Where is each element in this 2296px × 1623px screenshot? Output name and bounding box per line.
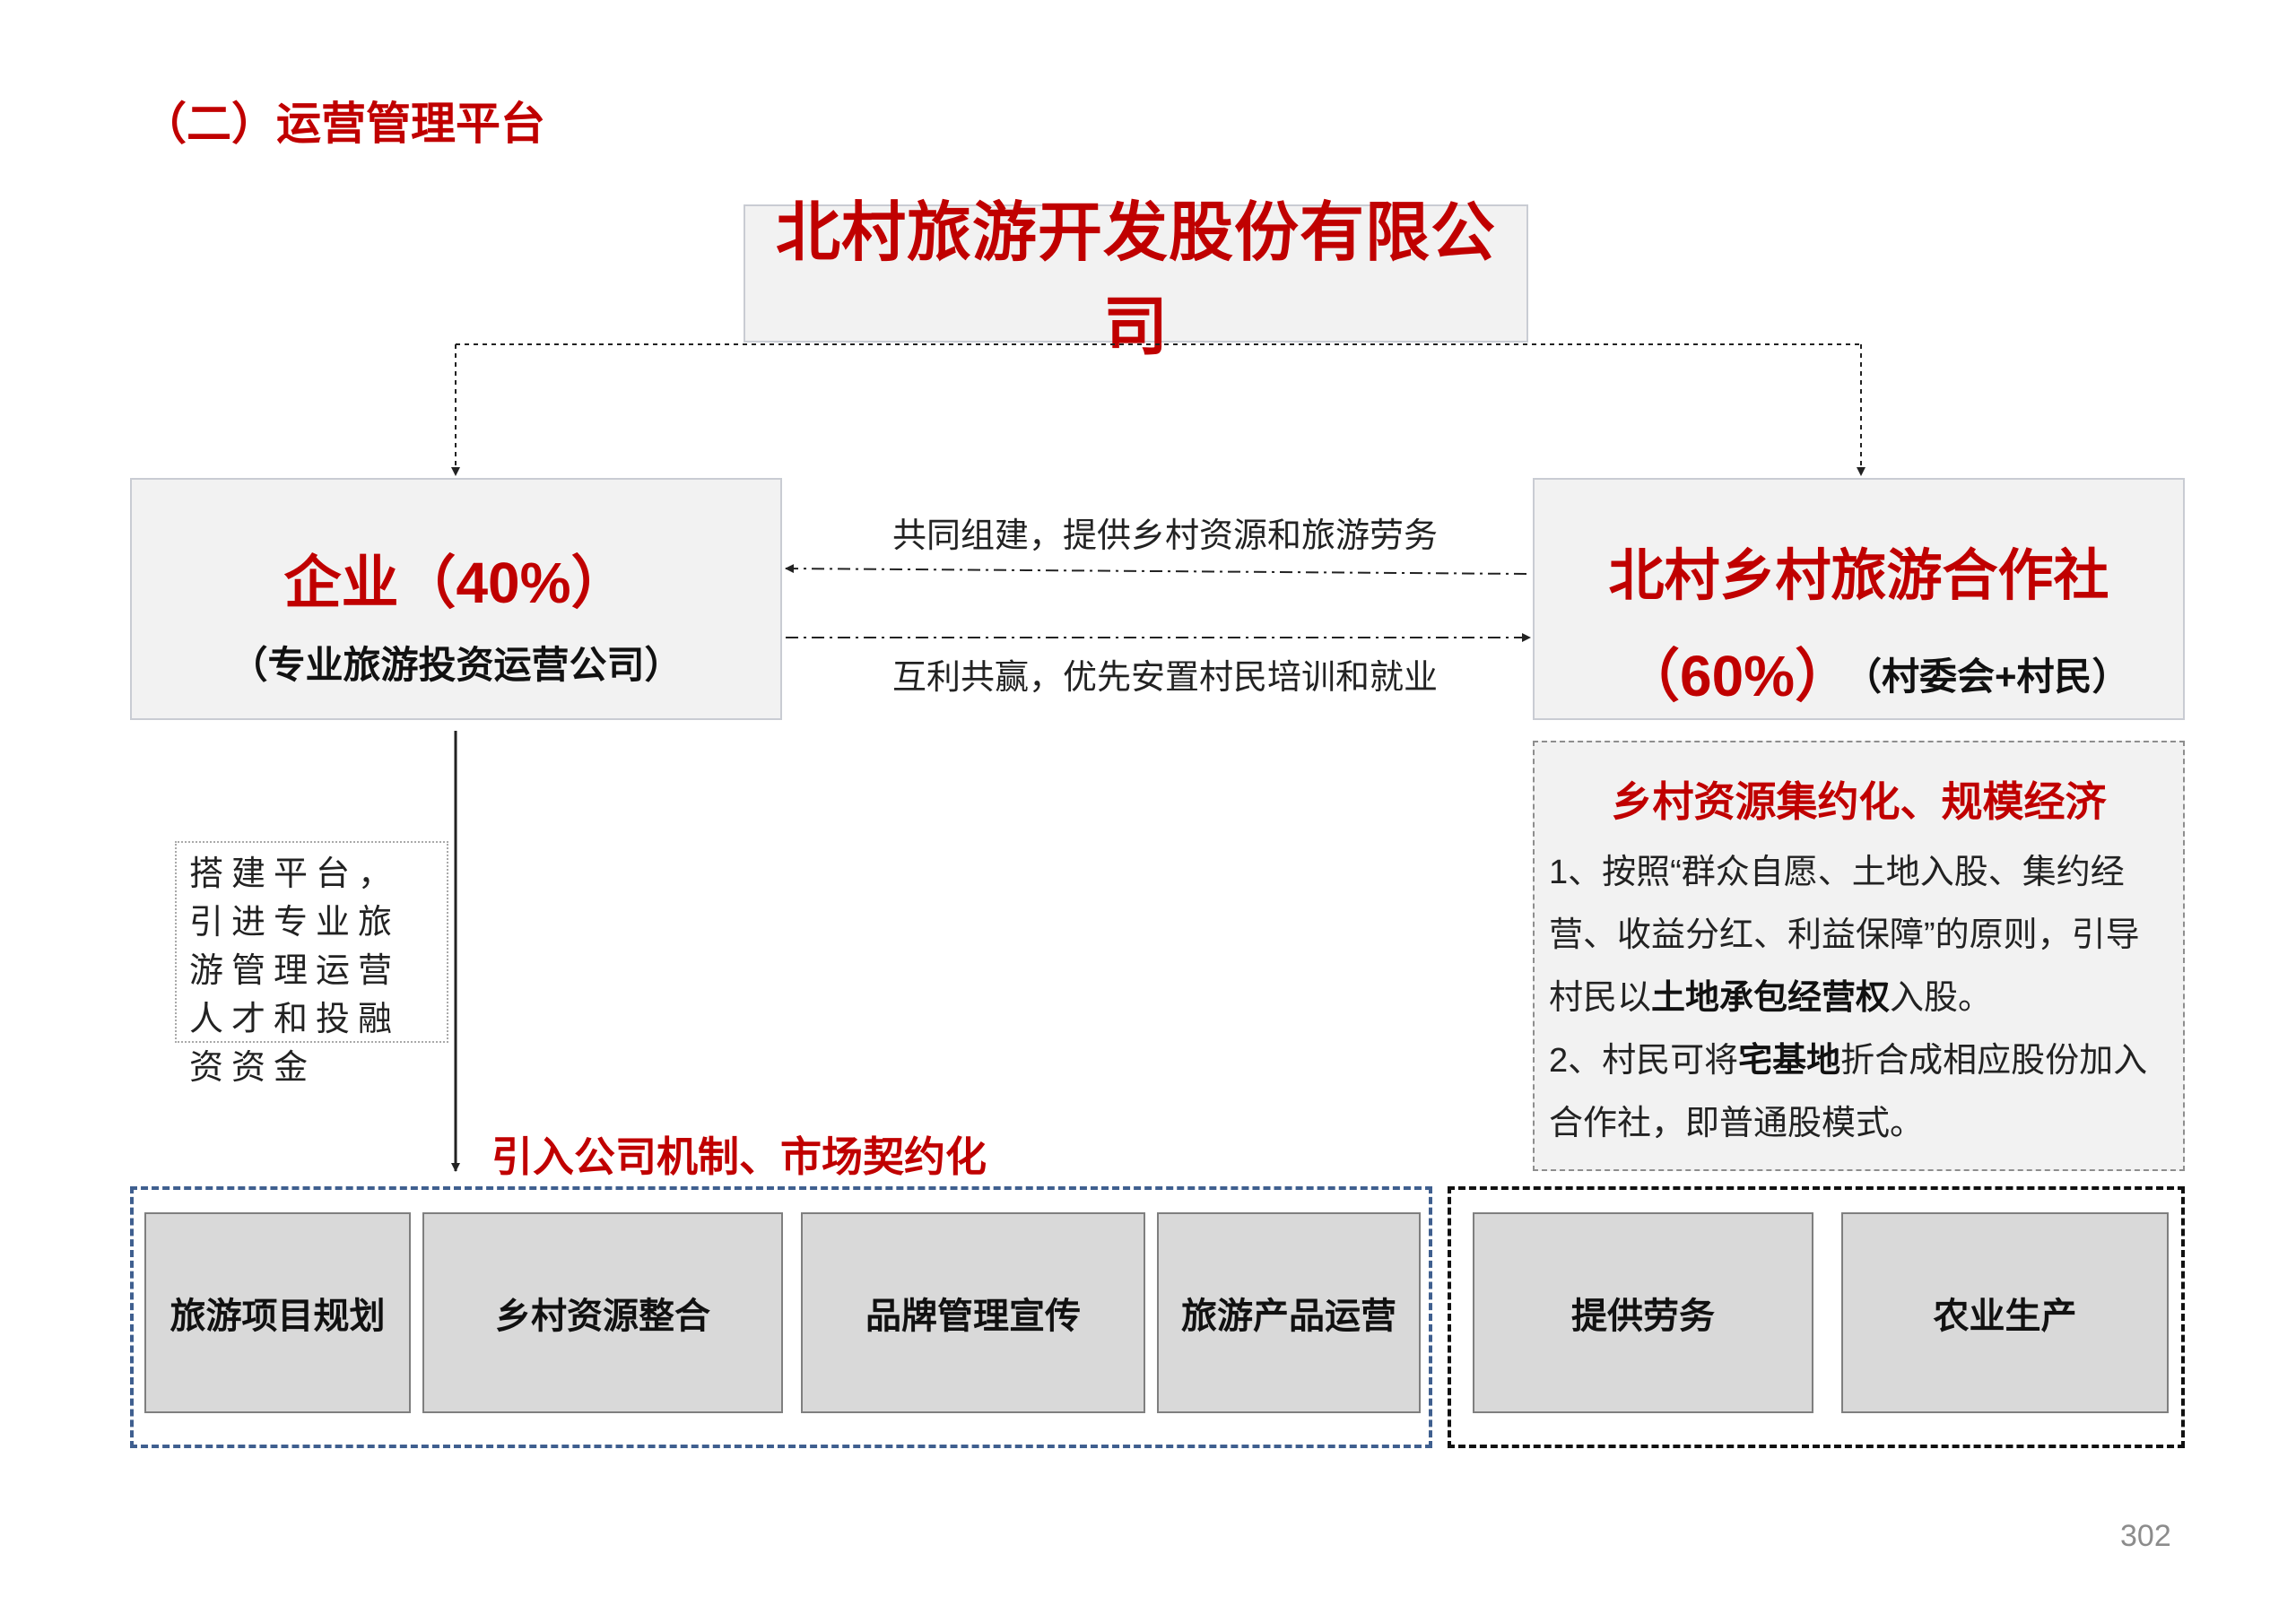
cooperative-percent: （60%） [1622, 644, 1853, 708]
panel-item-2: 2、村民可将宅基地折合成相应股份加入合作社，即普通股模式。 [1549, 1029, 2172, 1155]
cooperative-box: 北村乡村旅游合作社 （60%） （村委会+村民） [1533, 478, 2185, 720]
arrow-label-to-enterprise: 共同组建，提供乡村资源和旅游劳务 [892, 517, 1439, 555]
platform-note: 搭建平台，引进专业旅游管理运营人才和投融资资金 [175, 841, 448, 1087]
panel-item-2-bold: 宅基地 [1738, 1042, 1841, 1080]
section-title: （二）运营管理平台 [142, 99, 545, 149]
cooperative-panel-body: 1、按照“群众自愿、土地入股、集约经营、收益分红、利益保障”的原则，引导村民以土… [1549, 841, 2172, 1155]
top-company-name: 北村旅游开发股份有限公司 [775, 197, 1496, 363]
panel-item-1-end: 入股。 [1890, 979, 1993, 1017]
top-company-box: 北村旅游开发股份有限公司 [744, 197, 1528, 363]
arrow-label-to-cooperative: 互利共赢，优先安置村民培训和就业 [892, 659, 1439, 697]
function-product-operation: 旅游产品运营 [1157, 1212, 1421, 1413]
enterprise-subtitle: （专业旅游投资运营公司） [230, 644, 683, 686]
panel-item-2-text: 2、村民可将 [1549, 1042, 1739, 1080]
panel-item-1-bold: 土地承包经营权 [1651, 979, 1891, 1017]
enterprise-functions-group [130, 1186, 1432, 1448]
enterprise-name: 企业（40%） [283, 551, 629, 615]
function-labor-service: 提供劳务 [1473, 1212, 1813, 1413]
function-resource-integration: 乡村资源整合 [422, 1212, 783, 1413]
mechanism-label: 引入公司机制、市场契约化 [491, 1133, 987, 1180]
function-agriculture: 农业生产 [1841, 1212, 2169, 1413]
arrow-coop-to-enterprise [785, 564, 1527, 575]
panel-item-2-end: 折合成相应股份加入合作社，即普通股模式。 [1549, 1042, 2148, 1142]
cooperative-panel: 乡村资源集约化、规模经济 1、按照“群众自愿、土地入股、集约经营、收益分红、利益… [1533, 741, 2185, 1171]
panel-item-1: 1、按照“群众自愿、土地入股、集约经营、收益分红、利益保障”的原则，引导村民以土… [1549, 841, 2172, 1029]
function-tourism-planning: 旅游项目规划 [144, 1212, 411, 1413]
panel-item-1-text: 1、按照“群众自愿、土地入股、集约经营、收益分红、利益保障”的原则，引导村民以 [1549, 854, 2140, 1017]
cooperative-name: 北村乡村旅游合作社 [1608, 545, 2109, 607]
enterprise-box: 企业（40%） （专业旅游投资运营公司） [130, 478, 782, 720]
page-number: 302 [2120, 1519, 2171, 1553]
cooperative-functions-group [1448, 1186, 2185, 1448]
cooperative-members: （村委会+村民） [1844, 655, 2130, 698]
cooperative-panel-title: 乡村资源集约化、规模经济 [1611, 778, 2107, 825]
function-brand-promotion: 品牌管理宣传 [801, 1212, 1145, 1413]
